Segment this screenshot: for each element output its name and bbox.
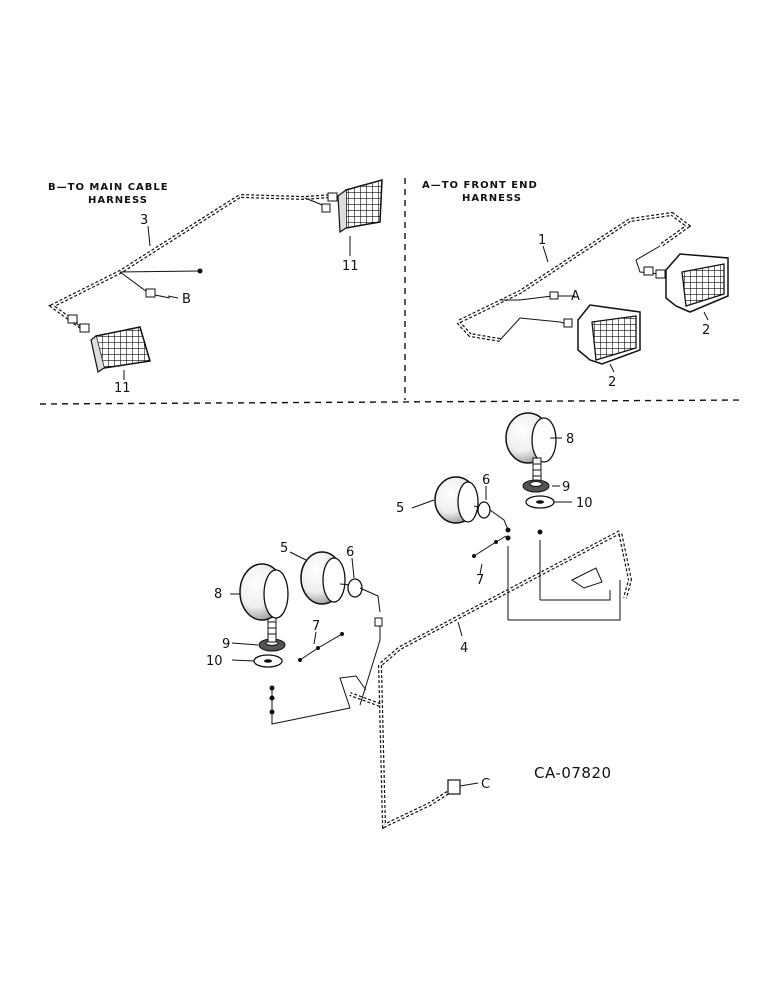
connector-label-a: A — [571, 289, 580, 304]
callout-2-back: 2 — [702, 323, 710, 338]
section-dividers — [39, 178, 743, 405]
heading-a: A—TO FRONT END HARNESS — [422, 180, 538, 204]
callout-9-left: 9 — [222, 637, 230, 652]
callout-11-left: 11 — [114, 381, 131, 396]
callout-8-left: 8 — [214, 587, 222, 602]
callout-7-right: 7 — [476, 573, 484, 588]
washer-10-left — [253, 654, 283, 668]
callout-10-left: 10 — [206, 654, 223, 669]
svg-text:HARNESS: HARNESS — [88, 195, 148, 206]
heading-b: B—TO MAIN CABLE HARNESS — [48, 182, 169, 206]
bolt-7-right — [472, 535, 507, 558]
svg-text:B—TO MAIN CABLE: B—TO MAIN CABLE — [48, 182, 169, 193]
rectangular-lamp-2-back — [665, 253, 729, 313]
round-lamp-8-left — [239, 563, 289, 621]
washer-10-right — [525, 495, 555, 509]
connector-labels: B A C — [182, 289, 580, 792]
callout-11-right: 11 — [342, 259, 359, 274]
rectangular-lamp-2-front — [577, 304, 641, 365]
harness-1 — [454, 211, 692, 342]
callout-1: 1 — [538, 233, 546, 248]
round-lamp-8-right — [505, 412, 557, 483]
round-lamp-5-left — [300, 551, 353, 605]
callout-5-right: 5 — [396, 501, 404, 516]
round-lamp-5-right — [434, 476, 483, 524]
callout-10-right: 10 — [576, 496, 593, 511]
reference-code: CA-07820 — [534, 764, 612, 782]
harness-4 — [269, 527, 633, 830]
bolt-7-left — [298, 632, 344, 662]
callout-8-right: 8 — [566, 432, 574, 447]
rectangular-lamp-11-left — [90, 326, 151, 373]
svg-text:A—TO FRONT END: A—TO FRONT END — [422, 180, 538, 191]
mount-6-right — [477, 501, 509, 531]
connector-label-c: C — [481, 777, 490, 792]
rectangular-lamp-11-right — [337, 178, 383, 234]
callout-4: 4 — [460, 641, 468, 656]
callout-3: 3 — [140, 213, 148, 228]
gasket-9-right — [522, 479, 550, 493]
callout-6-left: 6 — [346, 545, 354, 560]
harness-3 — [48, 192, 338, 333]
callout-5-left: 5 — [280, 541, 288, 556]
leader-lines — [123, 225, 709, 662]
callout-2-front: 2 — [608, 375, 616, 390]
callout-6-right: 6 — [482, 473, 490, 488]
gasket-9-left — [258, 615, 286, 652]
svg-text:HARNESS: HARNESS — [462, 193, 522, 204]
connector-label-b: B — [182, 292, 191, 307]
callout-7-left: 7 — [312, 619, 320, 634]
callout-9-right: 9 — [562, 480, 570, 495]
callout-labels: 3 11 11 1 2 2 4 5 5 6 6 7 7 8 8 9 9 10 1… — [114, 213, 710, 669]
mount-6-left — [347, 578, 381, 613]
